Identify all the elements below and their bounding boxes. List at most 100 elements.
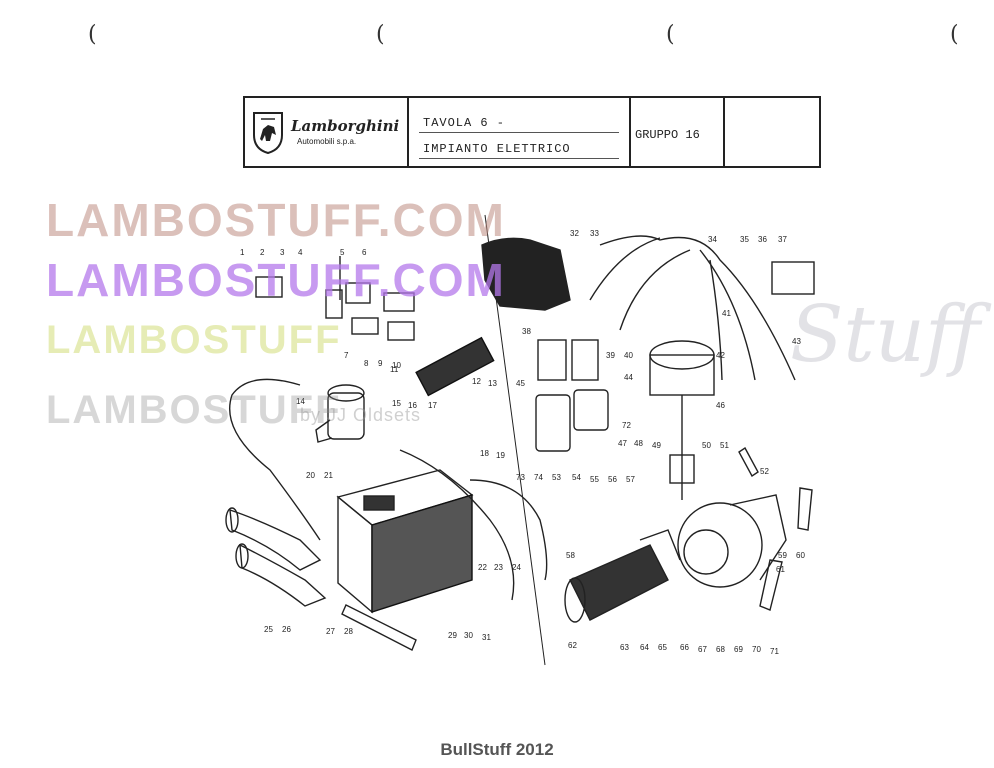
callout-48: 48 <box>634 439 643 448</box>
callout-6: 6 <box>362 248 367 257</box>
solenoid <box>639 529 681 561</box>
callout-65: 65 <box>658 643 667 652</box>
watermark-script: Stuff <box>790 290 981 380</box>
callout-numbers: 1 2 3 4 5 6 7 8 9 10 12 13 14 15 16 17 1… <box>240 229 805 656</box>
callout-18: 18 <box>480 449 489 458</box>
brand-name: Lamborghini <box>291 116 400 135</box>
lamborghini-shield-logo <box>253 112 283 155</box>
callout-25: 25 <box>264 625 273 634</box>
distributor-45 <box>537 339 567 381</box>
callout-70: 70 <box>752 645 761 654</box>
relay-8 <box>351 317 379 335</box>
callout-2: 2 <box>260 248 265 257</box>
callout-26: 26 <box>282 625 291 634</box>
callout-58: 58 <box>566 551 575 560</box>
callout-67: 67 <box>698 645 707 654</box>
callout-71: 71 <box>770 647 779 656</box>
underline <box>419 132 619 133</box>
tavola-number: TAVOLA 6 - <box>423 116 506 130</box>
callout-57: 57 <box>626 475 635 484</box>
battery-label <box>363 495 395 511</box>
callout-8: 8 <box>364 359 369 368</box>
callout-4: 4 <box>298 248 303 257</box>
callout-46: 46 <box>716 401 725 410</box>
footer-credit: BullStuff 2012 <box>440 740 554 759</box>
callout-53: 53 <box>552 473 561 482</box>
battery-front <box>371 494 473 613</box>
battery-cable <box>399 449 515 601</box>
coil-top <box>327 384 365 402</box>
callout-62: 62 <box>568 641 577 650</box>
battery-side <box>337 495 373 614</box>
watermark-lambostuff: LAMBOSTUFF <box>46 318 342 362</box>
tavola-cell: TAVOLA 6 - IMPIANTO ELETTRICO <box>409 98 631 166</box>
callout-72: 72 <box>622 421 631 430</box>
callout-1: 1 <box>240 248 245 257</box>
watermark-lambostuff: LAMBOSTUFF.COM <box>46 254 506 306</box>
watermark-byline: by JJ Oldsets <box>300 405 422 425</box>
binder-hole-mark: ( <box>88 22 97 47</box>
callout-55: 55 <box>590 475 599 484</box>
relay-6 <box>383 292 415 312</box>
callout-28: 28 <box>344 627 353 636</box>
logo-cell: Lamborghini Automobili s.p.a. <box>245 98 409 166</box>
ground-strap <box>469 479 548 581</box>
tavola-title: IMPIANTO ELETTRICO <box>423 142 571 156</box>
underline <box>419 158 619 159</box>
callout-36: 36 <box>758 235 767 244</box>
coil-bracket <box>315 419 333 443</box>
relay-10 <box>387 321 415 341</box>
distributor-body-74 <box>535 394 571 452</box>
callout-33: 33 <box>590 229 599 238</box>
callout-20: 20 <box>306 471 315 480</box>
binder-hole-mark: ( <box>666 22 675 47</box>
callout-60: 60 <box>796 551 805 560</box>
callout-19: 19 <box>496 451 505 460</box>
callout-14: 14 <box>296 397 305 406</box>
callout-11: 11 <box>390 365 399 374</box>
terminal-3 <box>325 289 343 319</box>
callout-31: 31 <box>482 633 491 642</box>
callout-34: 34 <box>708 235 717 244</box>
ht-lead <box>589 237 661 301</box>
callout-74: 74 <box>534 473 543 482</box>
callout-42: 42 <box>716 351 725 360</box>
ignition-coil <box>327 392 365 440</box>
callout-61: 61 <box>776 565 785 574</box>
callout-22: 22 <box>478 563 487 572</box>
callout-15: 15 <box>392 399 401 408</box>
alternator-body <box>677 502 763 588</box>
callout-37: 37 <box>778 235 787 244</box>
callout-7: 7 <box>344 351 349 360</box>
callout-38: 38 <box>522 327 531 336</box>
callout-64: 64 <box>640 643 649 652</box>
callout-47: 47 <box>618 439 627 448</box>
fuse-box <box>415 336 495 397</box>
callout-54: 54 <box>572 473 581 482</box>
brand-subtitle: Automobili s.p.a. <box>297 136 357 146</box>
gruppo-cell: GRUPPO 16 <box>631 98 725 166</box>
relay-2 <box>255 276 283 298</box>
callout-50: 50 <box>702 441 711 450</box>
link-60 <box>797 487 813 531</box>
callout-51: 51 <box>720 441 729 450</box>
ht-lead <box>709 259 723 381</box>
callout-49: 49 <box>652 441 661 450</box>
callout-41: 41 <box>722 309 731 318</box>
callout-9: 9 <box>378 359 383 368</box>
callout-32: 32 <box>570 229 579 238</box>
horn-upper-bell <box>225 507 239 533</box>
callout-23: 23 <box>494 563 503 572</box>
relay-5 <box>345 282 371 304</box>
battery-clamp-28 <box>341 604 417 651</box>
distributor-body-73 <box>573 389 609 431</box>
callout-56: 56 <box>608 475 617 484</box>
callout-13: 13 <box>488 379 497 388</box>
callout-66: 66 <box>680 643 689 652</box>
ht-leads <box>599 235 796 381</box>
callout-39: 39 <box>606 351 615 360</box>
starter-motor <box>569 544 669 621</box>
watermark-lambostuff: LAMBOSTUFF.COM <box>46 194 506 246</box>
horn-lower <box>239 543 327 607</box>
